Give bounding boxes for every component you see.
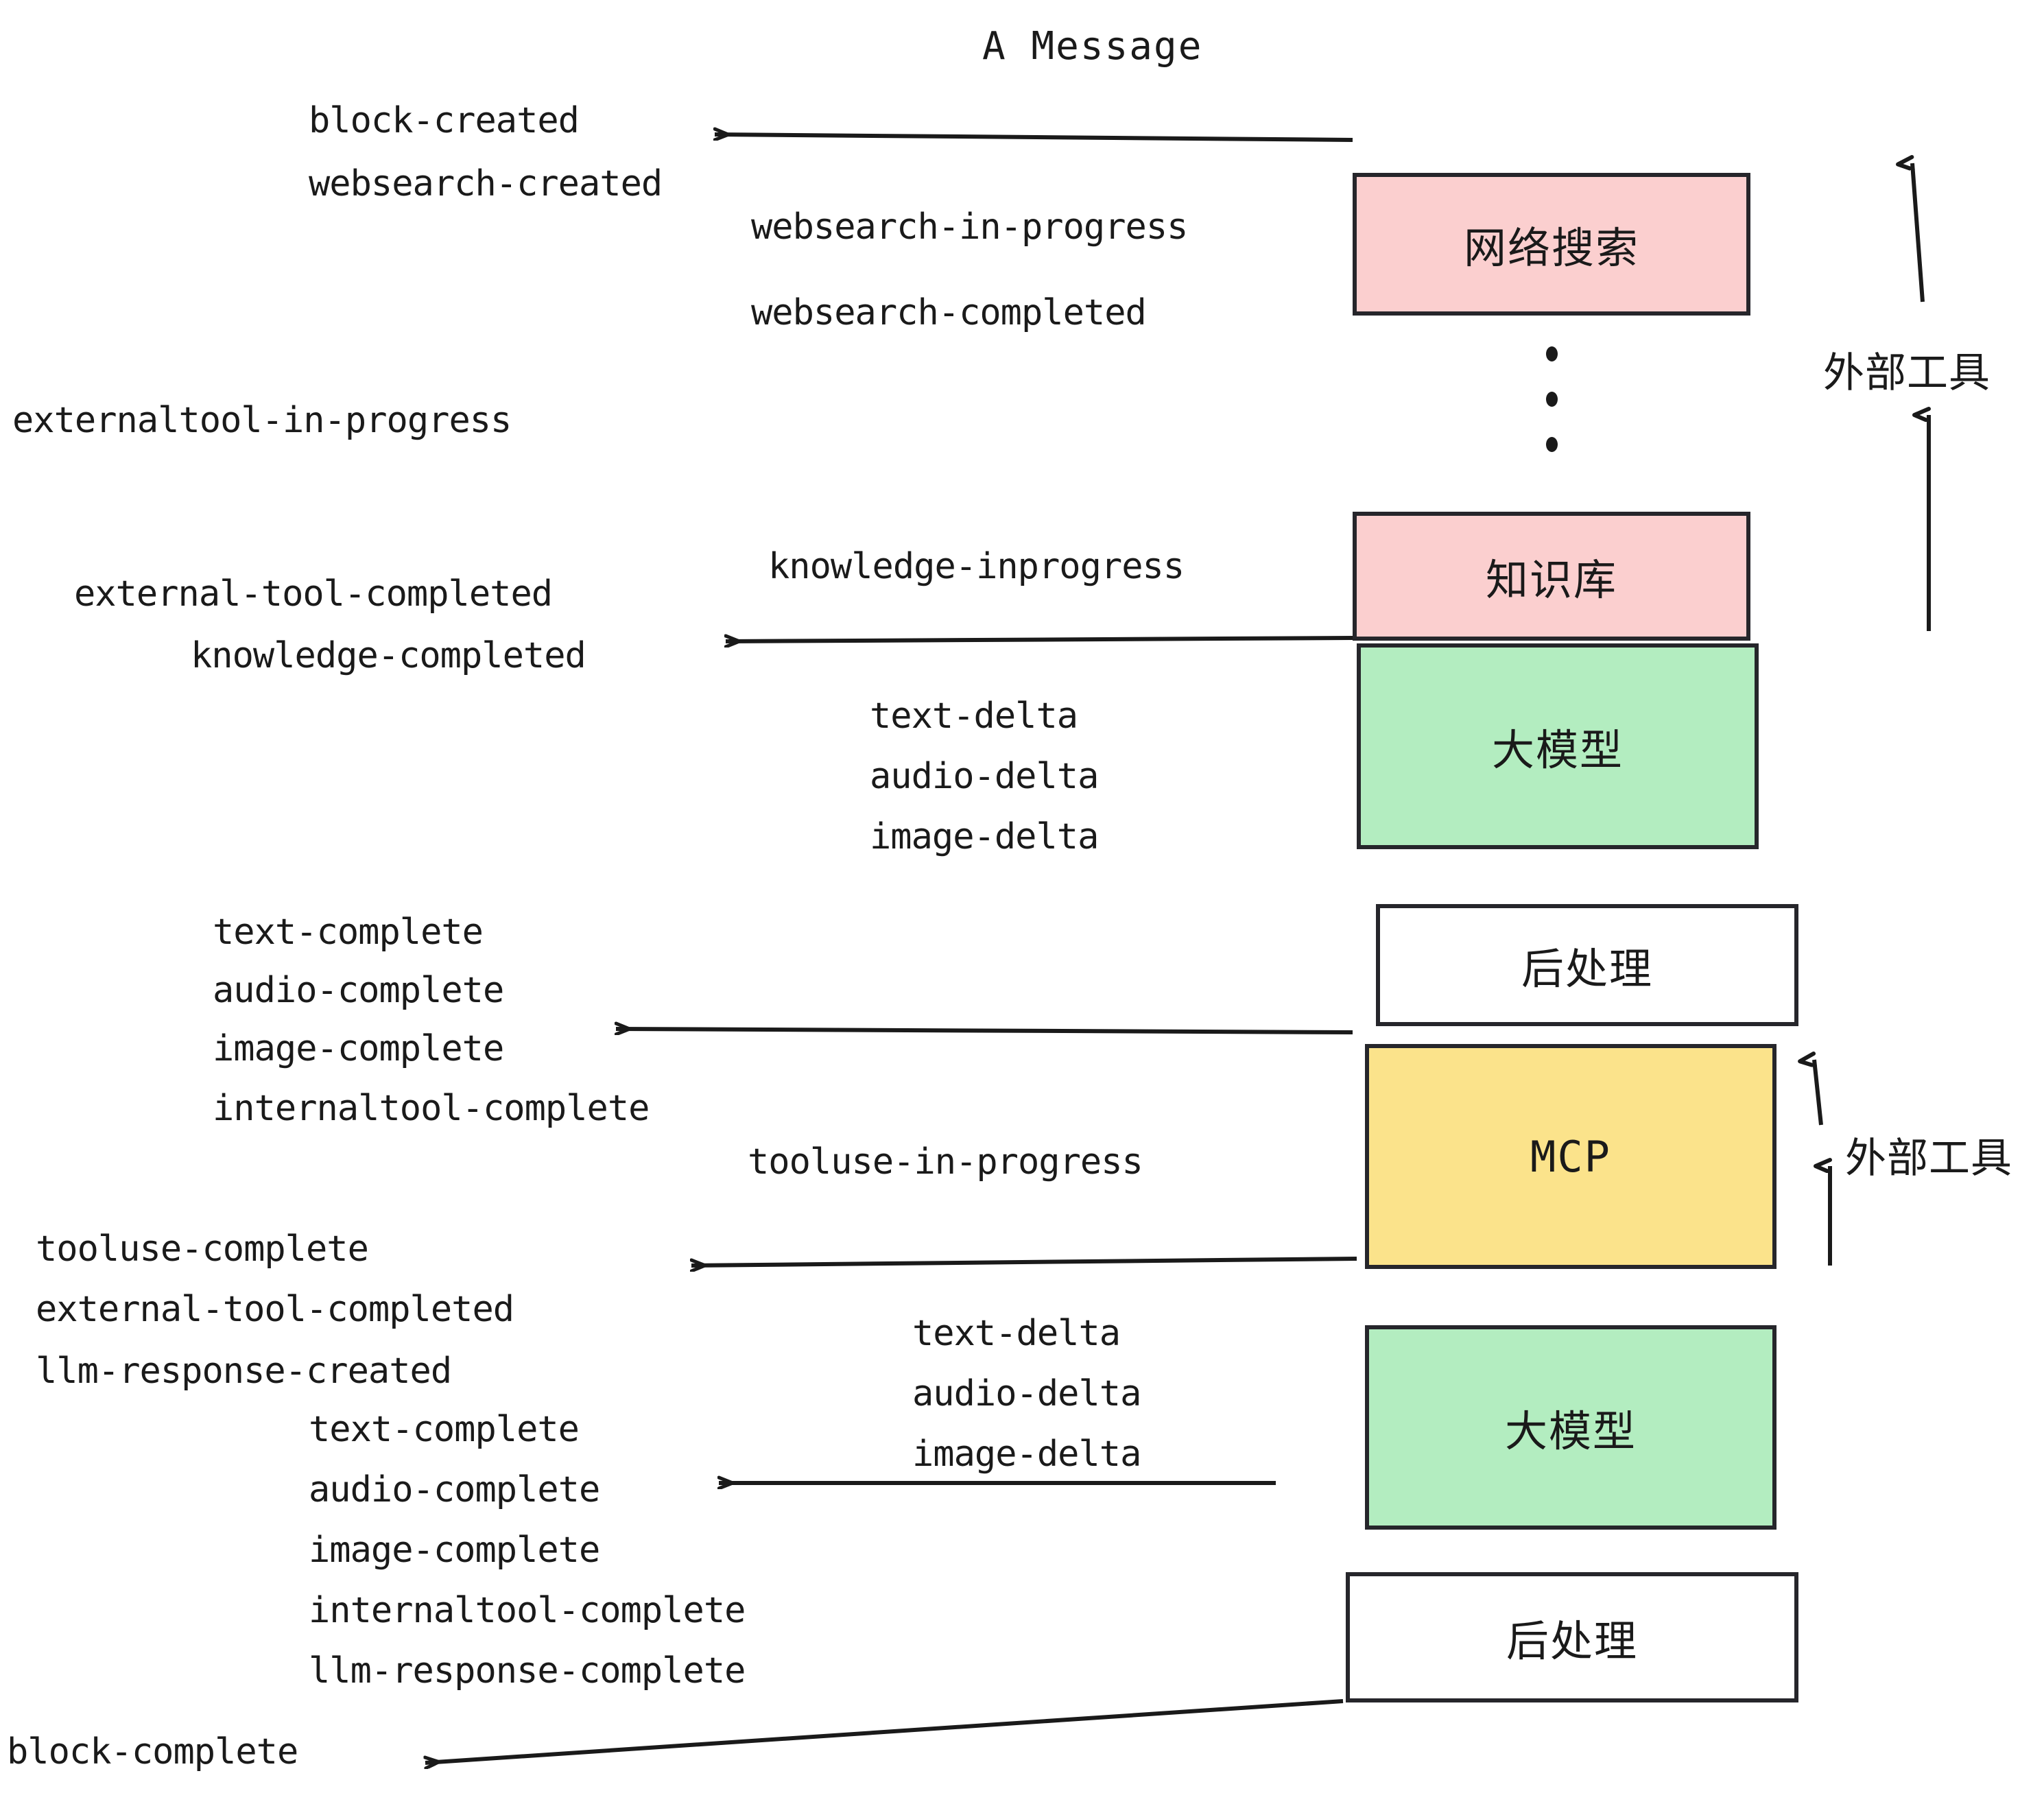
event-websearch-created: websearch-created <box>309 163 663 204</box>
node-llm-1-label: 大模型 <box>1491 725 1624 775</box>
group-label-external-tools-bottom: 外部工具 <box>1845 1135 2012 1183</box>
event-image-delta-1: image-delta <box>870 816 1099 857</box>
node-knowledge[interactable]: 知识库 <box>1353 512 1750 641</box>
event-websearch-in-progress: websearch-in-progress <box>751 206 1188 248</box>
event-block-complete: block-complete <box>7 1731 298 1772</box>
vertical-ellipsis <box>1546 346 1558 452</box>
event-block-created: block-created <box>309 100 580 141</box>
event-audio-delta-2: audio-delta <box>912 1373 1141 1414</box>
event-tooluse-in-progress: tooluse-in-progress <box>748 1141 1143 1183</box>
event-external-tool-completed-1: external-tool-completed <box>74 573 553 615</box>
event-knowledge-completed: knowledge-completed <box>191 635 586 676</box>
event-image-complete-2: image-complete <box>309 1530 600 1571</box>
node-knowledge-label: 知识库 <box>1485 555 1617 605</box>
event-text-complete-1: text-complete <box>213 912 484 953</box>
event-llm-response-created: llm-response-created <box>36 1351 452 1392</box>
event-websearch-completed: websearch-completed <box>751 292 1147 333</box>
event-audio-complete-2: audio-complete <box>309 1469 600 1510</box>
event-external-tool-completed-2: external-tool-completed <box>36 1289 514 1330</box>
event-internaltool-complete-2: internaltool-complete <box>309 1590 746 1631</box>
event-text-delta-1: text-delta <box>870 696 1078 737</box>
node-postprocess-2-label: 后处理 <box>1506 1616 1638 1666</box>
arrow-websearch-created <box>715 134 1353 142</box>
node-postprocess-1[interactable]: 后处理 <box>1376 904 1798 1026</box>
node-websearch[interactable]: 网络搜索 <box>1353 173 1750 316</box>
event-audio-complete-1: audio-complete <box>213 970 504 1011</box>
arrow-block-complete <box>425 1699 1344 1763</box>
arrow-knowledge-completed <box>726 638 1353 641</box>
node-postprocess-1-label: 后处理 <box>1521 944 1653 994</box>
arrow-image-complete-1 <box>616 1029 1353 1032</box>
node-llm-2[interactable]: 大模型 <box>1365 1325 1776 1530</box>
event-image-complete-1: image-complete <box>213 1028 504 1069</box>
event-llm-response-complete: llm-response-complete <box>309 1650 746 1692</box>
node-llm-1[interactable]: 大模型 <box>1357 643 1759 849</box>
node-websearch-label: 网络搜索 <box>1463 223 1639 273</box>
node-llm-2-label: 大模型 <box>1504 1406 1637 1456</box>
node-postprocess-2[interactable]: 后处理 <box>1346 1572 1798 1702</box>
event-tooluse-complete: tooluse-complete <box>36 1229 369 1270</box>
event-text-delta-2: text-delta <box>912 1313 1121 1354</box>
arrow-tooluse-complete <box>691 1257 1357 1266</box>
diagram-title: A Message <box>982 24 1203 69</box>
node-mcp[interactable]: MCP <box>1365 1044 1776 1269</box>
event-internaltool-complete-1: internaltool-complete <box>213 1088 650 1129</box>
group-label-external-tools-top: 外部工具 <box>1823 349 1990 397</box>
event-externaltool-in-progress: externaltool-in-progress <box>12 400 512 441</box>
event-audio-delta-1: audio-delta <box>870 756 1099 797</box>
external-tools-bottom-updown-arrow <box>1814 1060 1832 1266</box>
event-knowledge-inprogress: knowledge-inprogress <box>768 546 1185 587</box>
event-text-complete-2: text-complete <box>309 1409 580 1450</box>
node-mcp-label: MCP <box>1530 1131 1611 1182</box>
event-image-delta-2: image-delta <box>912 1434 1141 1475</box>
